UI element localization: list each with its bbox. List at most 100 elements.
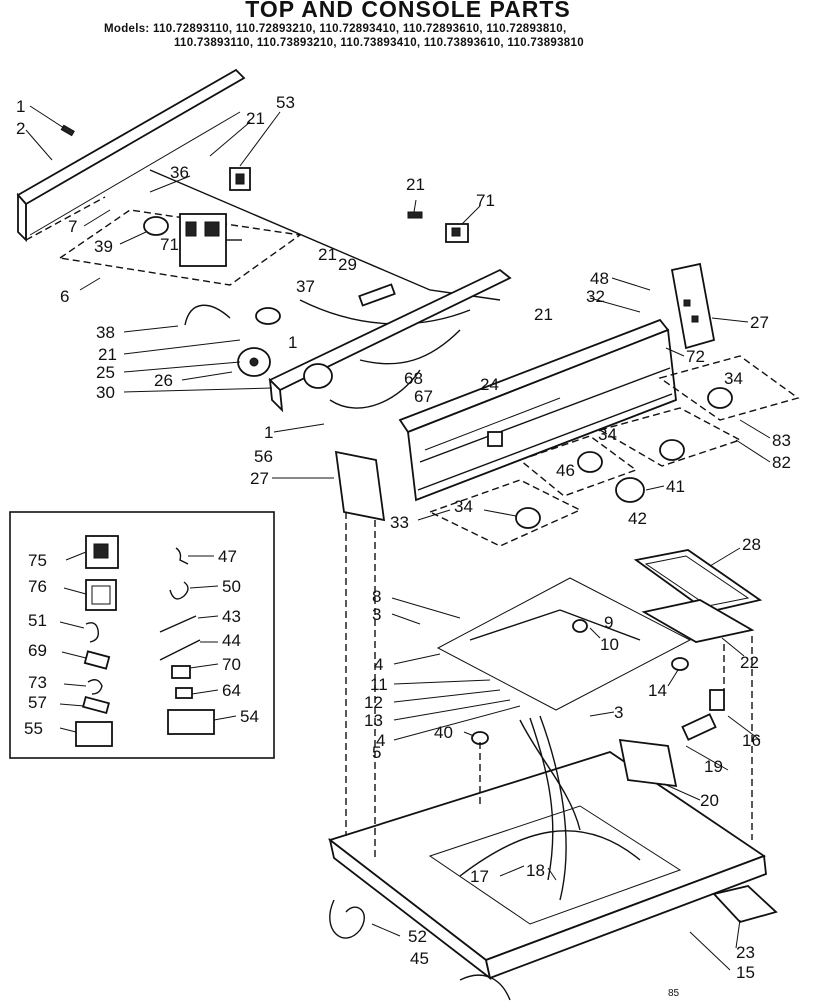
label-43: 43 [222, 607, 241, 626]
label-46: 46 [556, 461, 575, 480]
label-72: 72 [686, 347, 705, 366]
label-27b: 27 [250, 469, 269, 488]
label-68: 68 [404, 369, 423, 388]
label-71a: 71 [160, 235, 179, 254]
label-34b: 34 [598, 425, 617, 444]
leader-lines [25, 105, 771, 971]
label-70: 70 [222, 655, 241, 674]
label-7: 7 [68, 217, 77, 236]
label-2: 2 [16, 119, 25, 138]
wire-bundle [519, 715, 581, 901]
label-48: 48 [590, 269, 609, 288]
knob-outline [428, 355, 800, 547]
selector-switch [255, 307, 281, 325]
label-21a: 21 [246, 109, 265, 128]
label-25: 25 [96, 363, 115, 382]
label-39: 39 [94, 237, 113, 256]
label-32: 32 [586, 287, 605, 306]
inset-labels: 75 76 51 69 73 57 55 47 50 43 44 70 64 5… [24, 547, 259, 738]
switch [229, 167, 251, 191]
label-36: 36 [170, 163, 189, 182]
label-55: 55 [24, 719, 43, 738]
console-front-panel [398, 318, 677, 502]
label-8: 8 [372, 587, 381, 606]
label-16: 16 [742, 731, 761, 750]
label-11: 11 [370, 675, 388, 694]
label-53: 53 [276, 93, 295, 112]
push-button [487, 431, 503, 447]
label-40: 40 [434, 723, 453, 742]
models-line-1: 110.72893110, 110.72893210, 110.72893410… [153, 23, 567, 35]
cord [459, 974, 511, 1001]
models-prefix: Models: [104, 23, 150, 35]
support-frame [436, 577, 692, 711]
label-56: 56 [254, 447, 273, 466]
mounting-bracket [268, 268, 512, 413]
label-83: 83 [772, 431, 791, 450]
label-50: 50 [222, 577, 241, 596]
lint-screen [633, 549, 763, 643]
alignment-guides [345, 512, 753, 860]
label-82: 82 [772, 453, 791, 472]
label-13: 13 [364, 711, 383, 730]
top-panel [328, 751, 767, 981]
lid-switch [618, 738, 678, 788]
label-42: 42 [628, 509, 647, 528]
label-20: 20 [700, 791, 719, 810]
disc [143, 216, 169, 236]
label-19: 19 [704, 757, 723, 776]
console-back-panel [16, 68, 246, 243]
label-17: 17 [470, 867, 489, 886]
label-27a: 27 [750, 313, 769, 332]
label-67: 67 [414, 387, 433, 406]
label-44: 44 [222, 631, 241, 650]
label-5: 5 [372, 743, 381, 762]
label-69: 69 [28, 641, 47, 660]
label-15: 15 [736, 963, 755, 982]
label-21e: 21 [534, 305, 553, 324]
label-75: 75 [28, 551, 47, 570]
label-1a: 1 [16, 97, 25, 116]
label-54: 54 [240, 707, 259, 726]
part-labels: 1 2 21 53 36 7 39 71 6 21 71 21 29 37 38… [16, 93, 791, 982]
label-24: 24 [480, 375, 499, 394]
label-51: 51 [28, 611, 47, 630]
label-64: 64 [222, 681, 241, 700]
label-52: 52 [408, 927, 427, 946]
hinge [712, 885, 778, 924]
resistor [358, 283, 396, 307]
label-45: 45 [410, 949, 429, 968]
label-29: 29 [338, 255, 357, 274]
label-57: 57 [28, 693, 47, 712]
label-10: 10 [600, 635, 619, 654]
label-18: 18 [526, 861, 545, 880]
screw [407, 211, 423, 219]
label-28: 28 [742, 535, 761, 554]
label-9: 9 [604, 613, 613, 632]
label-73: 73 [28, 673, 47, 692]
switch-small [445, 223, 469, 243]
page-title: TOP AND CONSOLE PARTS [245, 0, 571, 22]
end-cap-right [670, 262, 716, 350]
label-21c: 21 [318, 245, 337, 264]
page-code: 85 [668, 988, 680, 999]
label-41: 41 [666, 477, 685, 496]
power-cord [329, 899, 365, 939]
label-76: 76 [28, 577, 47, 596]
label-38: 38 [96, 323, 115, 342]
label-12: 12 [364, 693, 383, 712]
label-3b: 3 [614, 703, 623, 722]
model-list-line-1: Models: 110.72893110, 110.72893210, 110.… [104, 22, 566, 36]
label-30: 30 [96, 383, 115, 402]
label-3a: 3 [372, 605, 381, 624]
inset-box [9, 511, 275, 759]
label-1b: 1 [288, 333, 297, 352]
label-22: 22 [740, 653, 759, 672]
label-33: 33 [390, 513, 409, 532]
end-cap-left [334, 450, 386, 522]
label-21b: 21 [406, 175, 425, 194]
label-1c: 1 [264, 423, 273, 442]
label-34c: 34 [454, 497, 473, 516]
screw [60, 124, 75, 137]
